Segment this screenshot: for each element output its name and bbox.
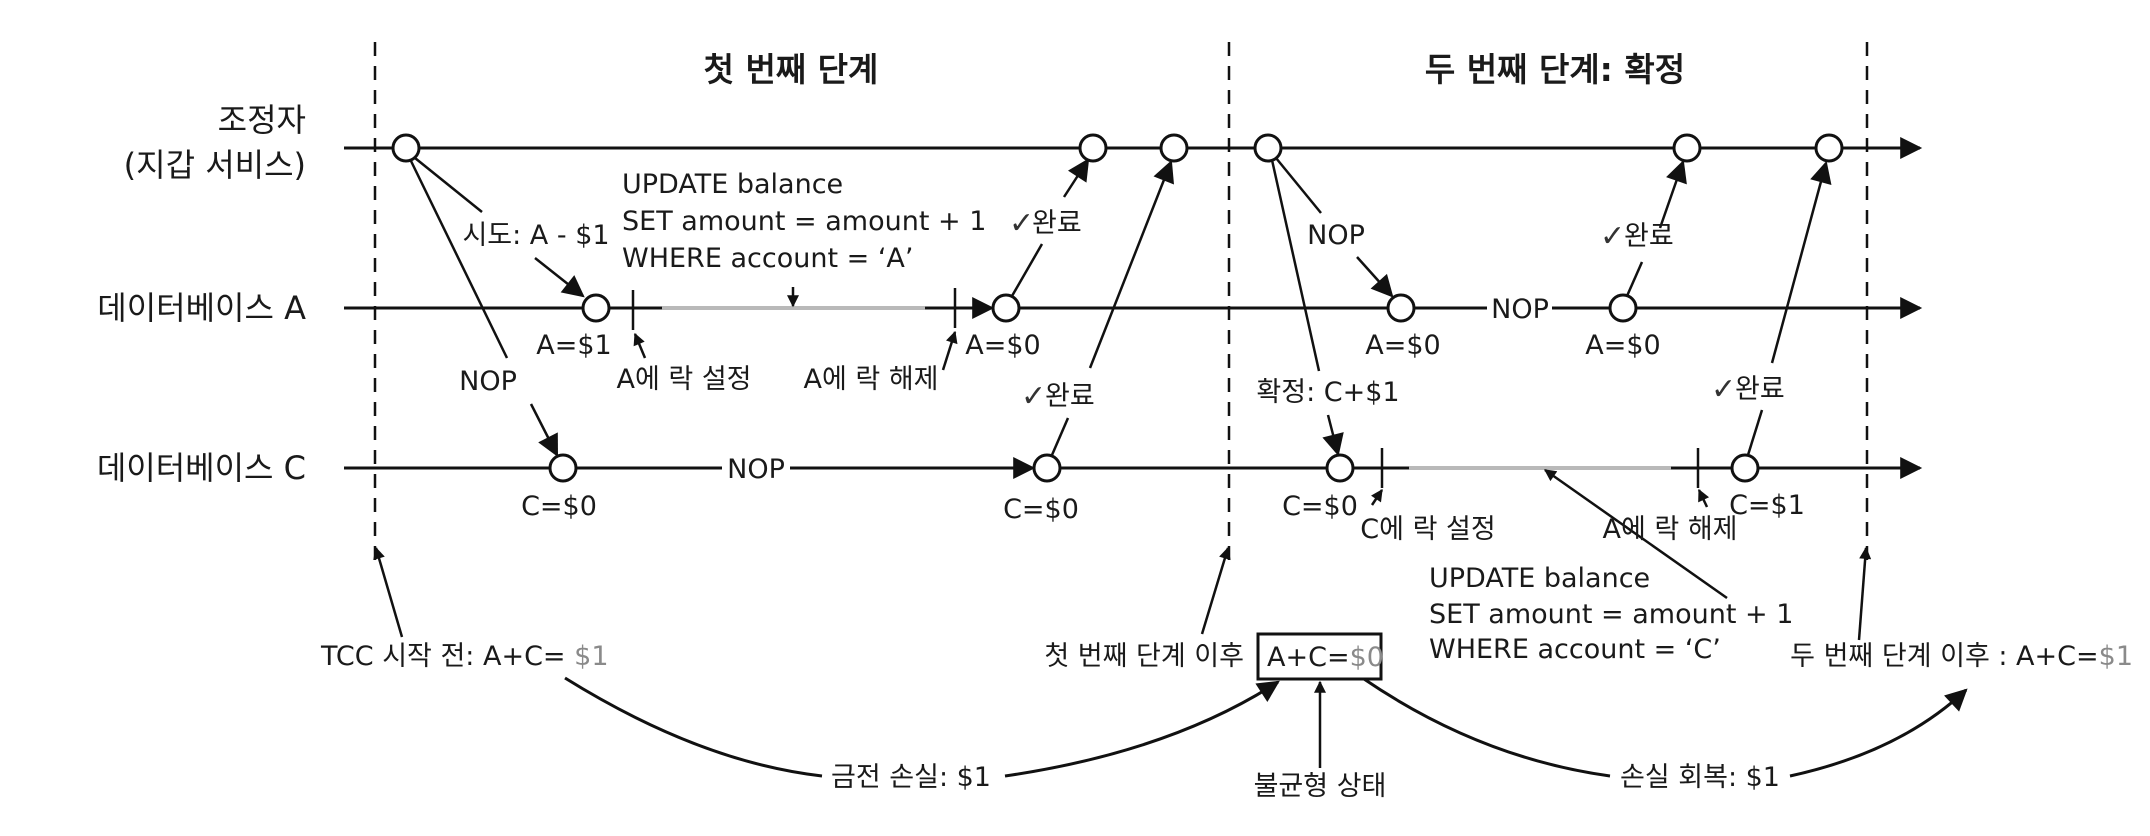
label-recovery: 손실 회복: $1 xyxy=(1620,762,1780,793)
lock-set-pointer-a xyxy=(633,332,647,359)
pointer-after-first xyxy=(1200,546,1231,635)
state-after-first-label: 첫 번째 단계 이후 xyxy=(1044,641,1244,672)
sql-a-line-2: SET amount = amount + 1 xyxy=(622,206,986,237)
label-lock-a-set: A에 락 설정 xyxy=(617,364,752,395)
label-c-value-3: C=$0 xyxy=(1282,491,1358,522)
msg-nop2-arrow xyxy=(1356,256,1394,298)
sql-block-a: UPDATE balance SET amount = amount + 1 W… xyxy=(622,169,986,274)
msg-done2-c-arrow xyxy=(1770,160,1832,364)
msg-done-a-arrow xyxy=(1062,158,1090,198)
label-c-value-2: C=$0 xyxy=(1003,494,1079,525)
lock-set-pointer-c xyxy=(1370,489,1384,506)
node-db-c-nop xyxy=(548,453,578,483)
node-db-c-phase1 xyxy=(1032,453,1062,483)
label-done-a: 완료 xyxy=(1032,208,1082,239)
state-after-first-value: $0 xyxy=(1350,642,1384,673)
pointer-before xyxy=(373,546,404,638)
label-lock-a-release: A에 락 해제 xyxy=(804,364,939,395)
label-lock-c-set: C에 락 설정 xyxy=(1360,514,1495,545)
node-coordinator-done-a xyxy=(1078,133,1108,163)
node-db-a-try xyxy=(581,293,611,323)
label-c-value-1: C=$0 xyxy=(521,491,597,522)
label-confirm: 확정: C+$1 xyxy=(1256,377,1399,408)
sql-a-line-3: WHERE account = ‘A’ xyxy=(622,243,913,274)
sql-a-line-1: UPDATE balance xyxy=(622,169,843,200)
sql-c-line-3: WHERE account = ‘C’ xyxy=(1429,634,1721,665)
msg-done2-a-arrow xyxy=(1658,159,1687,229)
node-coordinator-start xyxy=(391,133,421,163)
label-a-value-1: A=$1 xyxy=(536,330,611,361)
sql-c-line-1: UPDATE balance xyxy=(1429,563,1650,594)
msg-nop2-line xyxy=(1275,157,1322,214)
state-after-first: A+C=$0 xyxy=(1267,642,1384,673)
state-after-second: 두 번째 단계 이후 : A+C=$1 xyxy=(1790,641,2133,672)
msg-confirm-arrow xyxy=(1322,414,1344,457)
msg-nop-line xyxy=(409,160,509,359)
phase-title-second: 두 번째 단계: 확정 xyxy=(1425,50,1685,89)
lane-label-db-a: 데이터베이스 A xyxy=(97,289,306,327)
msg-try-arrow xyxy=(534,257,585,298)
msg-confirm-line xyxy=(1270,159,1321,372)
nop-c-gap xyxy=(722,452,790,484)
label-a-value-2: A=$0 xyxy=(965,330,1040,361)
label-nop-a: NOP xyxy=(1307,220,1365,251)
curve-recovery-right xyxy=(1789,688,1968,778)
nodes xyxy=(391,133,1844,483)
msg-done2-a-line xyxy=(1625,261,1644,297)
node-coordinator-done2-c xyxy=(1814,133,1844,163)
msg-try-line xyxy=(414,157,483,213)
node-db-c-final xyxy=(1730,453,1760,483)
phase-title-first: 첫 번째 단계 xyxy=(704,50,879,89)
label-done-c: 완료 xyxy=(1045,381,1095,412)
node-db-c-confirm xyxy=(1325,453,1355,483)
lock-release-pointer-a xyxy=(941,330,958,371)
node-coordinator-phase2 xyxy=(1253,133,1283,163)
label-done2-c: 완료 xyxy=(1735,374,1785,405)
lane-label-db-c: 데이터베이스 C xyxy=(97,449,306,487)
state-after-second-label: 두 번째 단계 이후 : A+C= xyxy=(1790,641,2098,672)
msg-nop-arrow xyxy=(529,403,559,457)
state-after-first-prefix: A+C= xyxy=(1267,642,1350,673)
label-a-value-3: A=$0 xyxy=(1365,330,1440,361)
check-icon: ✓ xyxy=(1711,372,1736,407)
curve-loss-left xyxy=(564,676,823,778)
curve-recovery-left xyxy=(1363,677,1611,778)
node-db-a-nop xyxy=(1386,293,1416,323)
node-coordinator-done2-a xyxy=(1672,133,1702,163)
sql-pointer-c xyxy=(1544,468,1728,600)
label-done2-a: 완료 xyxy=(1624,221,1674,252)
lane-label-coordinator: 조정자 xyxy=(218,101,306,139)
curve-loss-right xyxy=(1004,680,1280,778)
check-icon: ✓ xyxy=(1600,219,1625,254)
msg-done2-c-line xyxy=(1746,409,1764,456)
lane-label-coordinator-sub: (지갑 서비스) xyxy=(124,146,306,184)
imbalance-box xyxy=(1256,632,1383,681)
label-nop-c-line: NOP xyxy=(727,454,785,485)
check-icon: ✓ xyxy=(1021,379,1046,414)
label-imbalance: 불균형 상태 xyxy=(1254,771,1387,802)
label-nop-a-line: NOP xyxy=(1491,294,1549,325)
lock-release-pointer-c xyxy=(1697,488,1710,508)
label-try: 시도: A - $1 xyxy=(462,220,609,251)
msg-done-c-arrow xyxy=(1088,159,1174,369)
msg-done-c-line xyxy=(1050,417,1070,456)
state-before: TCC 시작 전: A+C= $1 xyxy=(320,641,609,672)
msg-done-a-line xyxy=(1010,243,1044,297)
label-nop-c: NOP xyxy=(459,366,517,397)
node-db-a-final xyxy=(1608,293,1638,323)
label-lock-c-release: A에 락 해제 xyxy=(1603,514,1738,545)
node-coordinator-done-c xyxy=(1159,133,1189,163)
pointer-after-second xyxy=(1857,546,1872,641)
sql-c-line-2: SET amount = amount + 1 xyxy=(1429,599,1793,630)
label-loss: 금전 손실: $1 xyxy=(831,762,991,793)
check-icon: ✓ xyxy=(1009,206,1034,241)
state-before-label: TCC 시작 전: A+C= xyxy=(320,641,574,672)
sql-block-c: UPDATE balance SET amount = amount + 1 W… xyxy=(1429,563,1793,665)
state-after-second-value: $1 xyxy=(2099,641,2133,672)
node-db-a-updated xyxy=(991,293,1021,323)
label-c-value-4: C=$1 xyxy=(1729,490,1805,521)
state-before-value: $1 xyxy=(574,641,608,672)
label-a-value-4: A=$0 xyxy=(1585,330,1660,361)
